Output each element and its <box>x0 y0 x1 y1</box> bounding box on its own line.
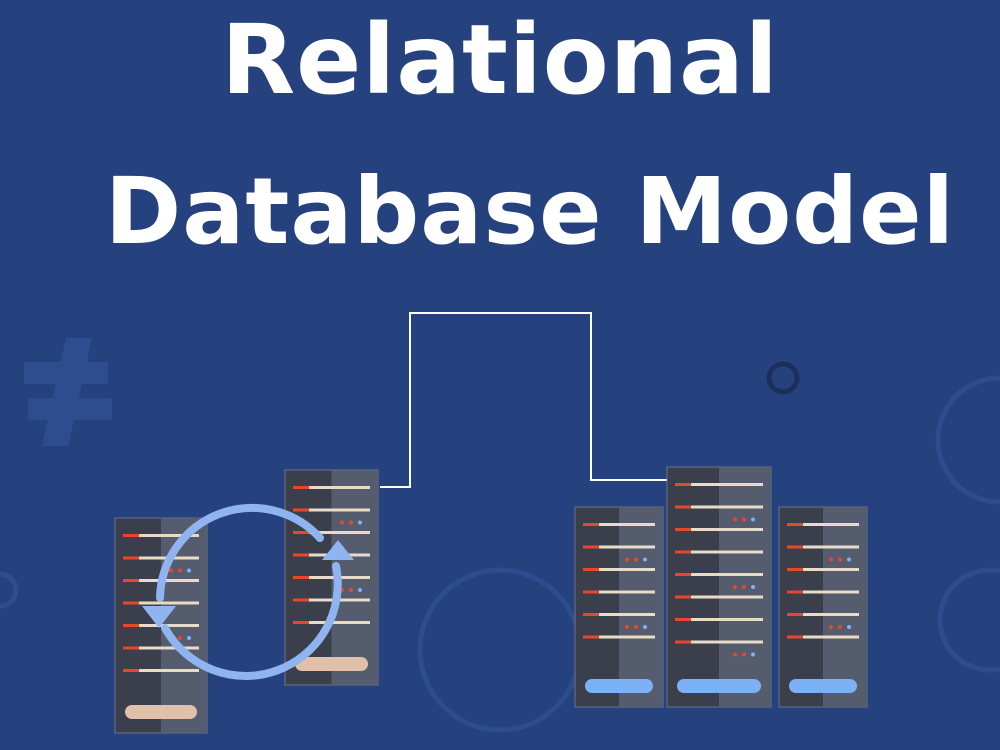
rack-led <box>675 573 691 576</box>
connector-line <box>380 312 668 488</box>
rack-led <box>787 523 803 526</box>
rack-led <box>293 598 309 602</box>
rack-led <box>293 576 309 579</box>
rack-stripe <box>675 528 763 531</box>
rack-stripe <box>293 531 370 534</box>
rack-led <box>123 669 139 672</box>
rack-stripe <box>675 550 763 554</box>
title-line-1: Relational <box>221 4 779 116</box>
server-rack-5 <box>778 506 868 708</box>
rack-stripe <box>675 595 763 599</box>
rack-led <box>293 508 309 512</box>
rack-stripe <box>787 568 859 571</box>
rack-base-bar <box>125 705 197 719</box>
rack-stripe <box>123 669 199 672</box>
server-rack-1 <box>114 517 208 734</box>
rack-base-bar <box>789 679 857 693</box>
rack-stripe <box>123 534 199 537</box>
rack-led <box>123 579 139 582</box>
rack-stripe <box>675 640 763 644</box>
rack-led <box>675 483 691 486</box>
decor-circle-large <box>417 567 583 733</box>
rack-stripe <box>787 635 859 639</box>
decor-circle-small <box>766 361 800 395</box>
rack-base-bar <box>585 679 653 693</box>
server-rack-3 <box>574 506 664 708</box>
rack-stripe <box>787 523 859 526</box>
server-group <box>114 466 868 734</box>
decor-circle-right <box>935 375 1000 505</box>
rack-stripe <box>123 556 199 560</box>
rack-led <box>583 545 599 549</box>
rack-stripe <box>583 635 655 639</box>
rack-led <box>675 618 691 621</box>
decor-circle-right-lower <box>937 567 1000 673</box>
server-rack-2 <box>284 469 379 686</box>
rack-led <box>123 534 139 537</box>
rack-stripe <box>583 590 655 594</box>
rack-led <box>293 553 309 557</box>
server-rack-4 <box>666 466 772 708</box>
rack-led <box>293 531 309 534</box>
rack-led <box>675 640 691 644</box>
rack-led <box>123 601 139 605</box>
rack-led <box>583 613 599 616</box>
rack-led <box>123 556 139 560</box>
rack-led <box>787 613 803 616</box>
rack-stripe <box>293 486 370 489</box>
rack-led <box>583 590 599 594</box>
rack-led <box>787 568 803 571</box>
sync-arrows-icon <box>142 503 354 680</box>
rack-stripe <box>787 613 859 616</box>
rack-led <box>583 568 599 571</box>
rack-stripe <box>123 624 199 627</box>
rack-stripe <box>675 483 763 486</box>
not-equal-icon <box>24 338 112 446</box>
rack-stripe <box>293 598 370 602</box>
rack-led <box>675 595 691 599</box>
rack-led <box>787 545 803 549</box>
rack-led <box>675 550 691 554</box>
rack-led <box>293 486 309 489</box>
rack-led <box>675 505 691 509</box>
rack-led <box>293 621 309 624</box>
decor-circle-left <box>0 571 19 609</box>
background-decorations <box>0 338 1000 733</box>
rack-stripe <box>123 646 199 650</box>
rack-stripe <box>583 568 655 571</box>
rack-base-bar <box>677 679 761 693</box>
rack-base-bar <box>295 657 368 671</box>
rack-stripe <box>583 613 655 616</box>
rack-led <box>787 635 803 639</box>
title-line-2: Database Model <box>104 158 956 265</box>
rack-led <box>583 635 599 639</box>
rack-stripe <box>583 523 655 526</box>
rack-stripe <box>583 545 655 549</box>
rack-stripe <box>787 545 859 549</box>
rack-stripe <box>675 573 763 576</box>
rack-led <box>123 624 139 627</box>
rack-stripe <box>293 576 370 579</box>
rack-led <box>787 590 803 594</box>
rack-led <box>675 528 691 531</box>
rack-stripe <box>123 601 199 605</box>
rack-stripe <box>675 618 763 621</box>
rack-stripe <box>787 590 859 594</box>
rack-stripe <box>293 508 370 512</box>
rack-stripe <box>675 505 763 509</box>
rack-led <box>123 646 139 650</box>
rack-led <box>583 523 599 526</box>
